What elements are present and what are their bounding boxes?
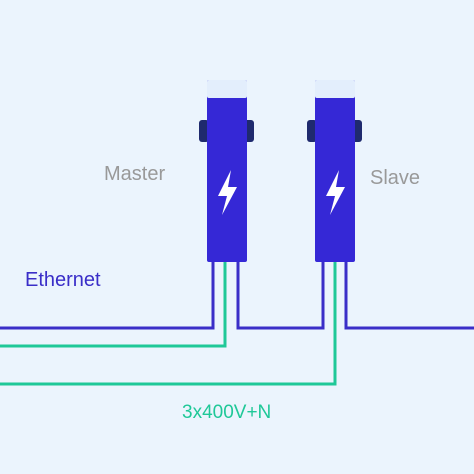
slave-charger-body: [315, 80, 355, 262]
power-cable-slave: [0, 262, 337, 386]
master-charger-cap: [207, 80, 247, 98]
master-label: Master: [104, 163, 166, 185]
power-supply-label: 3x400V+N: [182, 402, 272, 423]
slave-charger: [307, 80, 362, 262]
lightning-bolt-icon: [218, 170, 237, 215]
master-charger: [199, 80, 254, 262]
slave-label: Slave: [370, 167, 421, 189]
ethernet-cable: [0, 262, 474, 330]
lightning-bolt-icon: [326, 170, 345, 215]
power-cable-master: [0, 262, 227, 348]
ethernet-label: Ethernet: [25, 269, 101, 291]
master-charger-side-mount-left: [199, 120, 209, 142]
slave-charger-side-mount-left: [307, 120, 317, 142]
slave-charger-cap: [315, 80, 355, 98]
master-charger-body: [207, 80, 247, 262]
